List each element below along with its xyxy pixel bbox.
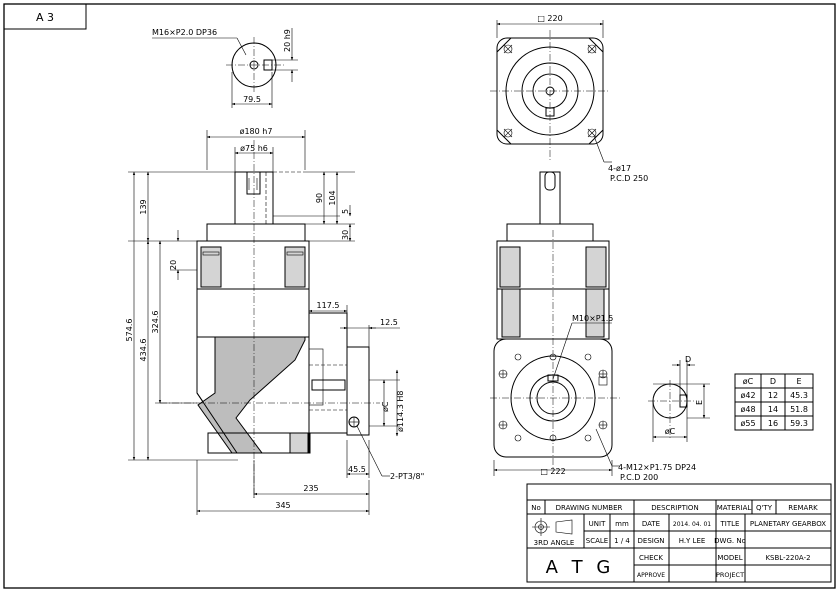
dim-20h9: 20 h9 [283, 29, 292, 52]
bore-dim-d: D [685, 355, 691, 364]
tb-check-label: CHECK [639, 554, 663, 562]
dim-m10: M10×P1.5 [572, 314, 613, 323]
bore-table-cell: 45.3 [790, 391, 808, 400]
dim-sq222: □ 222 [540, 467, 565, 476]
bore-table-cell: 51.8 [790, 405, 808, 414]
tb-scale-label: SCALE [586, 537, 608, 545]
tb-no: No [531, 504, 541, 512]
tb-date-value: 2014. 04. 01 [673, 521, 711, 528]
dim-pcd250: P.C.D 250 [610, 174, 648, 183]
dim-sq220: □ 220 [537, 14, 562, 23]
dim-79-5: 79.5 [243, 95, 261, 104]
tb-angle: 3RD ANGLE [534, 539, 575, 547]
tb-title-label: TITLE [720, 520, 740, 528]
dim-574-6: 574.6 [125, 319, 134, 342]
dim-m12: 4-M12×P1.75 DP24 [618, 463, 696, 472]
projection-symbol-icon [532, 518, 573, 536]
dim-45-5: 45.5 [348, 465, 366, 474]
tb-description: DESCRIPTION [651, 504, 698, 512]
dim-90: 90 [315, 193, 324, 203]
dim-434-6: 434.6 [139, 339, 148, 362]
dim-180h7: ø180 h7 [240, 127, 273, 136]
sheet-size-label: A 3 [36, 11, 54, 24]
side-view: ø180 h7 ø75 h6 [125, 127, 424, 515]
dim-324-6: 324.6 [151, 311, 160, 334]
tb-approve-label: APPROVE [637, 572, 665, 579]
dim-139: 139 [139, 199, 148, 214]
tb-logo: A T G [546, 557, 615, 578]
bore-table-cell: 12 [768, 391, 778, 400]
shaft-end-detail: M16×P2.0 DP36 20 h9 79.5 [152, 28, 298, 108]
bore-table-header-e: E [796, 377, 801, 386]
tb-scale-value: 1 / 4 [614, 537, 630, 545]
tb-design-label: DESIGN [638, 537, 665, 545]
dim-75h6: ø75 h6 [240, 144, 268, 153]
bore-table-cell: 16 [768, 419, 778, 428]
dim-oc-side: øC [381, 401, 390, 412]
bore-table-cell: 14 [768, 405, 778, 414]
tb-qty: Q'TY [756, 504, 773, 512]
tb-unit-label: UNIT [589, 520, 606, 528]
dim-pcd200: P.C.D 200 [620, 473, 658, 482]
dim-5: 5 [341, 209, 350, 214]
bore-dim-e: E [695, 400, 704, 405]
bore-table-cell: ø48 [740, 405, 755, 414]
tb-drawing-number: DRAWING NUMBER [556, 504, 623, 512]
tb-title-value: PLANETARY GEARBOX [750, 520, 826, 528]
tb-model-value: KSBL-220A-2 [765, 554, 810, 562]
dim-30: 30 [341, 230, 350, 240]
tb-material: MATERIAL [717, 504, 752, 512]
dim-117-5: 117.5 [317, 301, 340, 310]
bore-table-header-d: D [770, 377, 776, 386]
bore-table-cell: ø55 [740, 419, 755, 428]
dim-12-5: 12.5 [380, 318, 398, 327]
bore-table-cell: ø42 [740, 391, 755, 400]
bore-dim-c: øC [665, 427, 676, 436]
dim-thread-top: M16×P2.0 DP36 [152, 28, 217, 37]
dim-235: 235 [303, 484, 318, 493]
tb-model-label: MODEL [717, 554, 742, 562]
tb-unit-value: mm [615, 520, 629, 528]
tb-remark: REMARK [788, 504, 818, 512]
tb-design-value: H.Y LEE [679, 537, 706, 545]
dim-114-3: ø114.3 H8 [396, 391, 405, 432]
bore-table: øC D E ø42 12 45.3 ø48 14 51.8 ø55 16 59… [734, 373, 814, 431]
dim-104: 104 [328, 190, 337, 205]
sheet-size-box [3, 3, 87, 30]
title-block: No DRAWING NUMBER DESCRIPTION MATERIAL Q… [526, 483, 832, 583]
tb-dwg-label: DWG. No [714, 537, 746, 545]
front-view: □ 220 4-ø17 P.C.D 250 [490, 14, 696, 482]
dim-345: 345 [275, 501, 290, 510]
dim-pt: 2-PT3/8" [390, 472, 424, 481]
bore-table-header-c: øC [743, 377, 754, 386]
dim-20: 20 [169, 260, 178, 270]
dim-holes: 4-ø17 [608, 164, 631, 173]
tb-date-label: DATE [642, 520, 660, 528]
sheet-border [3, 3, 836, 589]
bore-detail: D E øC [648, 355, 710, 442]
tb-project-label: PROJECT [716, 571, 744, 579]
bore-table-cell: 59.3 [790, 419, 808, 428]
